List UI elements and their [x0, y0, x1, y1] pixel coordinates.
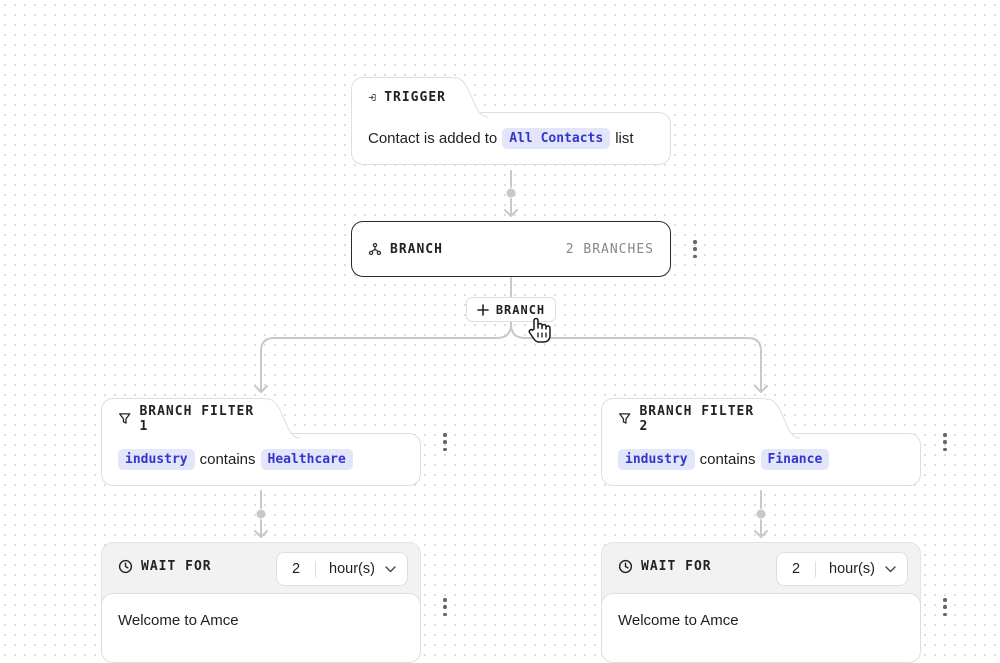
email-card[interactable]: Welcome to Amce: [601, 593, 921, 663]
branch-filter-2-node[interactable]: BRANCH FILTER 2 industry contains Financ…: [601, 398, 921, 486]
filter-operator: contains: [699, 451, 756, 468]
list-chip[interactable]: All Contacts: [502, 128, 611, 149]
trigger-label: TRIGGER: [384, 90, 446, 105]
wait-1-menu-icon[interactable]: [440, 598, 450, 616]
clock-icon: [618, 559, 633, 574]
branch-filter-2-tab: BRANCH FILTER 2: [601, 398, 800, 439]
filter-value-chip[interactable]: Finance: [760, 449, 830, 470]
branch-filter-1-label: BRANCH FILTER 1: [139, 403, 255, 434]
branch-menu-icon[interactable]: [690, 240, 700, 258]
trigger-text-before: Contact is added to: [368, 130, 498, 147]
branch-filter-2-label: BRANCH FILTER 2: [639, 403, 755, 434]
filter-2-menu-icon[interactable]: [940, 433, 950, 451]
chevron-down-icon: [385, 565, 396, 572]
filter-icon: [119, 413, 131, 424]
filter-field-chip[interactable]: industry: [618, 449, 695, 470]
hand-cursor-icon: [528, 317, 551, 343]
wait-amount[interactable]: 2: [277, 561, 316, 577]
email-card[interactable]: Welcome to Amce: [101, 593, 421, 663]
add-branch-button[interactable]: BRANCH: [466, 297, 556, 322]
wait-2-menu-icon[interactable]: [940, 598, 950, 616]
branch-label: BRANCH: [390, 241, 443, 257]
wait-amount[interactable]: 2: [777, 561, 816, 577]
plus-icon: [477, 303, 489, 316]
branch-filter-1-body: industry contains Healthcare: [101, 433, 421, 486]
wait-node-1[interactable]: WAIT FOR 2 hour(s) Welcome to Amce: [101, 542, 421, 663]
login-icon: [368, 94, 376, 101]
email-title: Welcome to Amce: [118, 612, 239, 629]
trigger-body: Contact is added to All Contacts list: [351, 112, 671, 165]
wait-duration-select[interactable]: 2 hour(s): [776, 552, 908, 586]
wait-duration-select[interactable]: 2 hour(s): [276, 552, 408, 586]
filter-icon: [619, 413, 631, 424]
wait-node-2[interactable]: WAIT FOR 2 hour(s) Welcome to Amce: [601, 542, 921, 663]
branch-filter-1-node[interactable]: BRANCH FILTER 1 industry contains Health…: [101, 398, 421, 486]
branch-count: 2 BRANCHES: [565, 241, 654, 257]
branch-node[interactable]: BRANCH 2 BRANCHES: [351, 221, 671, 277]
wait-header: WAIT FOR: [618, 559, 712, 574]
filter-operator: contains: [199, 451, 256, 468]
branch-icon: [368, 242, 382, 256]
trigger-node[interactable]: TRIGGER Contact is added to All Contacts…: [351, 77, 671, 165]
wait-label: WAIT FOR: [141, 559, 212, 574]
wait-unit: hour(s): [829, 561, 875, 577]
branch-filter-1-tab: BRANCH FILTER 1: [101, 398, 300, 439]
trigger-tab: TRIGGER: [351, 77, 488, 118]
branch-filter-2-body: industry contains Finance: [601, 433, 921, 486]
wait-label: WAIT FOR: [641, 559, 712, 574]
chevron-down-icon: [885, 565, 896, 572]
filter-value-chip[interactable]: Healthcare: [260, 449, 353, 470]
wait-header: WAIT FOR: [118, 559, 212, 574]
clock-icon: [118, 559, 133, 574]
email-title: Welcome to Amce: [618, 612, 739, 629]
filter-1-menu-icon[interactable]: [440, 433, 450, 451]
filter-field-chip[interactable]: industry: [118, 449, 195, 470]
add-branch-label: BRANCH: [495, 302, 546, 317]
trigger-text-after: list: [615, 130, 634, 147]
wait-unit: hour(s): [329, 561, 375, 577]
